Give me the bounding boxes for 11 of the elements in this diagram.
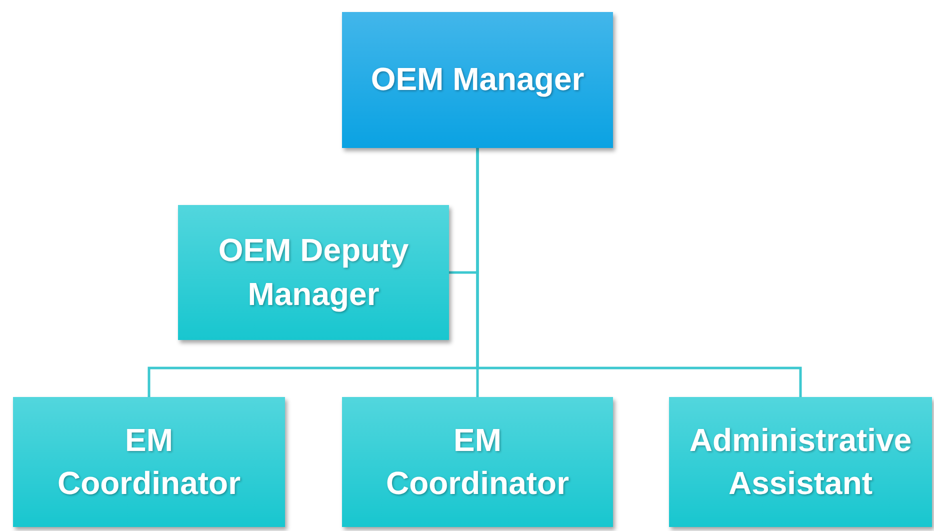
org-box xyxy=(342,12,613,148)
role-title: Administrative Assistant xyxy=(688,420,913,503)
role-title: EM Coordinator xyxy=(56,420,242,503)
connector-line xyxy=(476,148,802,397)
role-title: OEM Manager xyxy=(370,60,584,100)
role-title: OEM Deputy Manager xyxy=(217,231,410,314)
org-box xyxy=(669,397,932,527)
org-box xyxy=(342,397,613,527)
role-title: EM Coordinator xyxy=(384,420,570,503)
org-box xyxy=(178,205,449,340)
org-box xyxy=(13,397,285,527)
